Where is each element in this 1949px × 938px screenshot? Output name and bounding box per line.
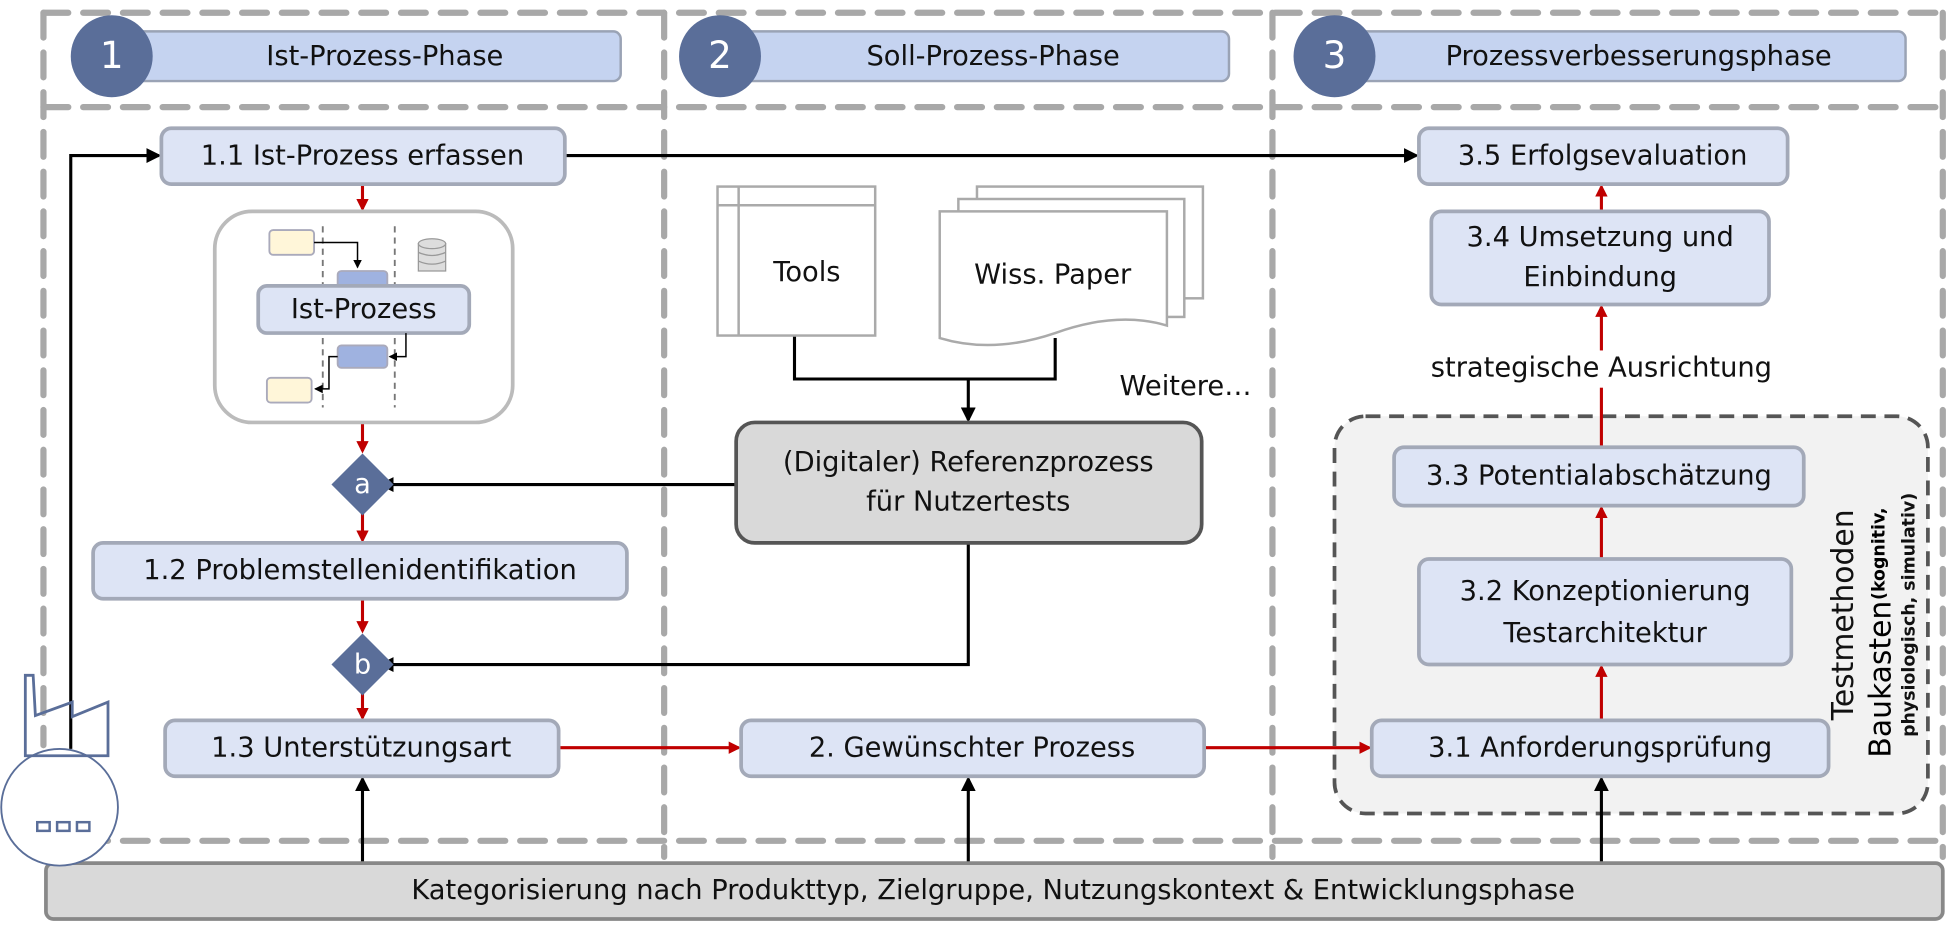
svg-text:Prozessverbesserungsphase: Prozessverbesserungsphase [1446, 41, 1832, 72]
svg-text:für Nutzertests: für Nutzertests [866, 487, 1070, 518]
svg-text:2. Gewünschter Prozess: 2. Gewünschter Prozess [809, 732, 1135, 763]
database-icon [417, 238, 447, 272]
toolkit-detail-1: (kognitiv, [1869, 508, 1889, 600]
svg-text:1.3 Unterstützungsart: 1.3 Unterstützungsart [211, 732, 511, 763]
toolkit-word: Baukasten [1863, 601, 1898, 758]
svg-text:a: a [354, 469, 371, 500]
svg-text:Soll-Prozess-Phase: Soll-Prozess-Phase [866, 41, 1119, 72]
phase-dividers [40, 9, 1946, 861]
svg-text:3.4 Umsetzung und: 3.4 Umsetzung und [1467, 222, 1734, 253]
svg-text:Ist-Prozess-Phase: Ist-Prozess-Phase [266, 41, 503, 72]
step-1-1: 1.1 Ist-Prozess erfassen [159, 126, 567, 186]
svg-text:(Digitaler) Referenzprozess: (Digitaler) Referenzprozess [783, 447, 1154, 478]
toolkit-detail-2: physiologisch, simulativ) [1899, 493, 1919, 737]
svg-text:3.3 Potentialabschätzung: 3.3 Potentialabschätzung [1426, 461, 1772, 492]
factory-icon [0, 673, 119, 867]
reference-process: (Digitaler) Referenzprozess für Nutzerte… [734, 420, 1204, 545]
svg-text:1.1 Ist-Prozess erfassen: 1.1 Ist-Prozess erfassen [201, 140, 524, 171]
svg-text:Testarchitektur: Testarchitektur [1502, 618, 1707, 649]
phase-header-3: Prozessverbesserungsphase 3 [1293, 15, 1907, 98]
phase-header-2: Soll-Prozess-Phase 2 [679, 15, 1231, 98]
categorization-bar: Kategorisierung nach Produkttyp, Zielgru… [44, 861, 1945, 921]
strategy-label: strategische Ausrichtung [1431, 353, 1772, 384]
decision-b: b [331, 633, 394, 696]
svg-text:2: 2 [708, 33, 732, 77]
toolkit-title: Testmethoden [1826, 509, 1861, 721]
svg-text:3.5 Erfolgsevaluation: 3.5 Erfolgsevaluation [1458, 140, 1748, 171]
red-flow-arrows [356, 184, 1608, 754]
step-3-2: 3.2 Konzeptionierung Testarchitektur [1417, 557, 1794, 667]
svg-text:Tools: Tools [772, 257, 840, 288]
svg-text:Kategorisierung nach Produktty: Kategorisierung nach Produkttyp, Zielgru… [411, 875, 1575, 906]
decision-a: a [331, 453, 394, 516]
step-1-3: 1.3 Unterstützungsart [163, 718, 561, 779]
svg-text:1: 1 [100, 33, 124, 77]
step-1-2: 1.2 Problemstellenidentifikation [91, 541, 629, 601]
step-3-3: 3.3 Potentialabschätzung [1392, 445, 1806, 508]
step-3-1: 3.1 Anforderungsprüfung [1369, 718, 1831, 779]
step-3-5: 3.5 Erfolgsevaluation [1417, 126, 1790, 186]
svg-text:b: b [354, 649, 371, 680]
phase-header-1: Ist-Prozess-Phase 1 [70, 15, 622, 98]
ist-prozess-frame: Ist-Prozess [212, 209, 515, 425]
svg-text:Ist-Prozess: Ist-Prozess [291, 294, 437, 325]
svg-text:Einbindung: Einbindung [1523, 262, 1677, 293]
step-2: 2. Gewünschter Prozess [739, 718, 1207, 779]
step-3-4: 3.4 Umsetzung und Einbindung [1429, 209, 1771, 307]
svg-text:Wiss. Paper: Wiss. Paper [974, 259, 1132, 290]
svg-text:3.1 Anforderungsprüfung: 3.1 Anforderungsprüfung [1428, 732, 1772, 763]
svg-text:3: 3 [1323, 33, 1347, 77]
svg-text:1.2 Problemstellenidentifikati: 1.2 Problemstellenidentifikation [143, 555, 577, 586]
black-connectors [69, 148, 1609, 864]
weitere-label: Weitere… [1120, 371, 1252, 402]
paper-documents: Wiss. Paper [938, 185, 1205, 347]
tools-document: Tools [716, 185, 877, 337]
svg-text:3.2 Konzeptionierung: 3.2 Konzeptionierung [1460, 576, 1751, 607]
